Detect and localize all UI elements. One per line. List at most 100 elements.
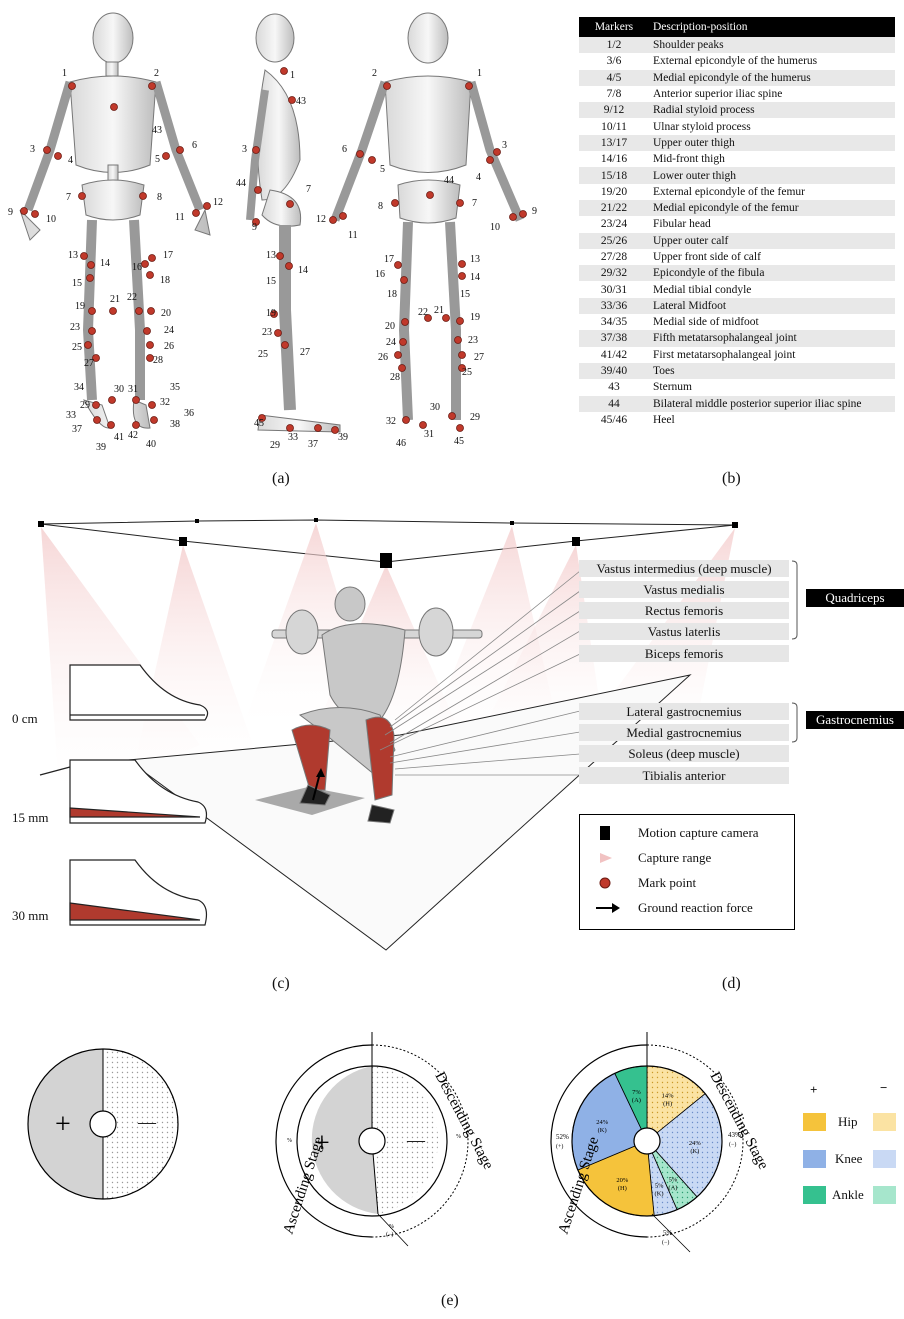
svg-text:3: 3 bbox=[502, 140, 507, 151]
svg-text:4: 4 bbox=[68, 155, 73, 166]
marker-description: Mid-front thigh bbox=[653, 153, 725, 166]
marker-description: Medial tibial condyle bbox=[653, 283, 752, 296]
svg-text:22: 22 bbox=[127, 292, 137, 303]
pie-slice-tag: (K) bbox=[690, 1148, 699, 1155]
svg-text:27: 27 bbox=[300, 347, 310, 358]
muscle-lateral-gastrocnemius: Lateral gastrocnemius bbox=[579, 703, 789, 720]
marker-description: External epicondyle of the humerus bbox=[653, 55, 818, 68]
wheel3-bottom-pct: 5% bbox=[663, 1229, 673, 1237]
svg-text:19: 19 bbox=[470, 312, 480, 323]
svg-text:16: 16 bbox=[132, 262, 142, 273]
svg-text:18: 18 bbox=[160, 275, 170, 286]
svg-text:36: 36 bbox=[184, 408, 194, 419]
svg-text:32: 32 bbox=[386, 416, 396, 427]
panel-label-c: (c) bbox=[272, 975, 290, 992]
marker-id: 25/26 bbox=[579, 232, 649, 249]
skeleton-back bbox=[330, 12, 525, 421]
legend-e-plus: + bbox=[810, 1082, 818, 1097]
svg-text:30: 30 bbox=[430, 402, 440, 413]
stage-wheels: + — + — Ascending Stage Descending Stage… bbox=[27, 1032, 771, 1253]
svg-text:27: 27 bbox=[84, 358, 94, 369]
svg-text:3: 3 bbox=[30, 144, 35, 155]
group-quadriceps: Quadriceps bbox=[806, 589, 904, 607]
marker-description: Upper outer calf bbox=[649, 232, 895, 249]
svg-text:31: 31 bbox=[424, 429, 434, 440]
svg-text:28: 28 bbox=[153, 355, 163, 366]
panel-label-d: (d) bbox=[722, 975, 741, 992]
legend-row-force: Ground reaction force bbox=[580, 897, 794, 919]
svg-text:44: 44 bbox=[444, 175, 454, 186]
skeleton-side bbox=[246, 13, 341, 433]
wheel2-descending: Descending Stage bbox=[431, 1069, 496, 1172]
svg-text:7: 7 bbox=[472, 198, 477, 209]
svg-text:33: 33 bbox=[288, 432, 298, 443]
svg-text:15: 15 bbox=[460, 289, 470, 300]
pie-slice-value: 5% bbox=[655, 1182, 664, 1189]
svg-text:25: 25 bbox=[258, 349, 268, 360]
svg-text:19: 19 bbox=[75, 301, 85, 312]
svg-text:31: 31 bbox=[128, 384, 138, 395]
pie-slice-value: 7% bbox=[632, 1089, 641, 1096]
legend-knee-label: Knee bbox=[835, 1151, 863, 1166]
svg-text:13: 13 bbox=[266, 250, 276, 261]
header-description: Description-position bbox=[649, 17, 895, 37]
header-markers: Markers bbox=[579, 17, 649, 37]
svg-text:10: 10 bbox=[46, 214, 56, 225]
wheel2-sign-bottom: (−) bbox=[386, 1231, 393, 1238]
legend-hip-label: Hip bbox=[838, 1114, 858, 1129]
ground-reaction-force-arrow bbox=[312, 772, 321, 801]
capture-range-icon bbox=[600, 853, 612, 863]
muscle-soleus: Soleus (deep muscle) bbox=[579, 745, 789, 762]
svg-text:12: 12 bbox=[316, 214, 326, 225]
marker-id: 7/8 bbox=[606, 88, 622, 101]
svg-text:14: 14 bbox=[470, 272, 480, 283]
svg-text:15: 15 bbox=[72, 278, 82, 289]
shoe-15mm bbox=[39, 759, 208, 824]
wheel2-plus: + bbox=[314, 1128, 330, 1159]
svg-text:5: 5 bbox=[155, 154, 160, 165]
svg-text:43: 43 bbox=[152, 125, 162, 136]
muscle-rectus-femoris: Rectus femoris bbox=[579, 602, 789, 619]
svg-text:24: 24 bbox=[164, 325, 174, 336]
wheel3-side-right-sign: (−) bbox=[729, 1141, 736, 1148]
marker-id: 4/5 bbox=[579, 69, 649, 86]
svg-text:40: 40 bbox=[146, 439, 156, 450]
svg-text:2: 2 bbox=[154, 68, 159, 79]
wheel-pie bbox=[550, 1032, 744, 1253]
marker-description: Upper outer thigh bbox=[649, 134, 895, 152]
marker-table-header: Markers Description-position bbox=[579, 17, 895, 37]
svg-text:39: 39 bbox=[338, 432, 348, 443]
marker-description: Epicondyle of the fibula bbox=[649, 265, 895, 282]
svg-text:26: 26 bbox=[378, 352, 388, 363]
wheel2-pct-left: % bbox=[287, 1138, 292, 1144]
svg-text:9: 9 bbox=[532, 206, 537, 217]
muscle-biceps-femoris: Biceps femoris bbox=[579, 645, 789, 662]
marker-description: Sternum bbox=[653, 381, 692, 394]
marker-id: 34/35 bbox=[600, 316, 628, 329]
marker-id: 10/11 bbox=[601, 120, 627, 133]
svg-text:20: 20 bbox=[385, 321, 395, 332]
muscle-medial-gastrocnemius: Medial gastrocnemius bbox=[579, 724, 789, 741]
pie-slice-value: 24% bbox=[596, 1119, 609, 1126]
svg-text:37: 37 bbox=[72, 424, 82, 435]
pie-slice-value: 14% bbox=[662, 1093, 675, 1100]
marker-id: 27/28 bbox=[600, 251, 628, 263]
legend-row-capture: Capture range bbox=[580, 847, 794, 869]
svg-text:28: 28 bbox=[390, 372, 400, 383]
marker-description: Fibular head bbox=[653, 218, 711, 231]
pie-slice-value: 24% bbox=[689, 1140, 702, 1147]
svg-text:12: 12 bbox=[213, 197, 223, 208]
marker-description: Upper front side of calf bbox=[653, 251, 761, 263]
pie-slice-tag: (H) bbox=[618, 1185, 627, 1192]
svg-text:9: 9 bbox=[252, 222, 257, 233]
marker-id: 39/40 bbox=[579, 362, 649, 380]
